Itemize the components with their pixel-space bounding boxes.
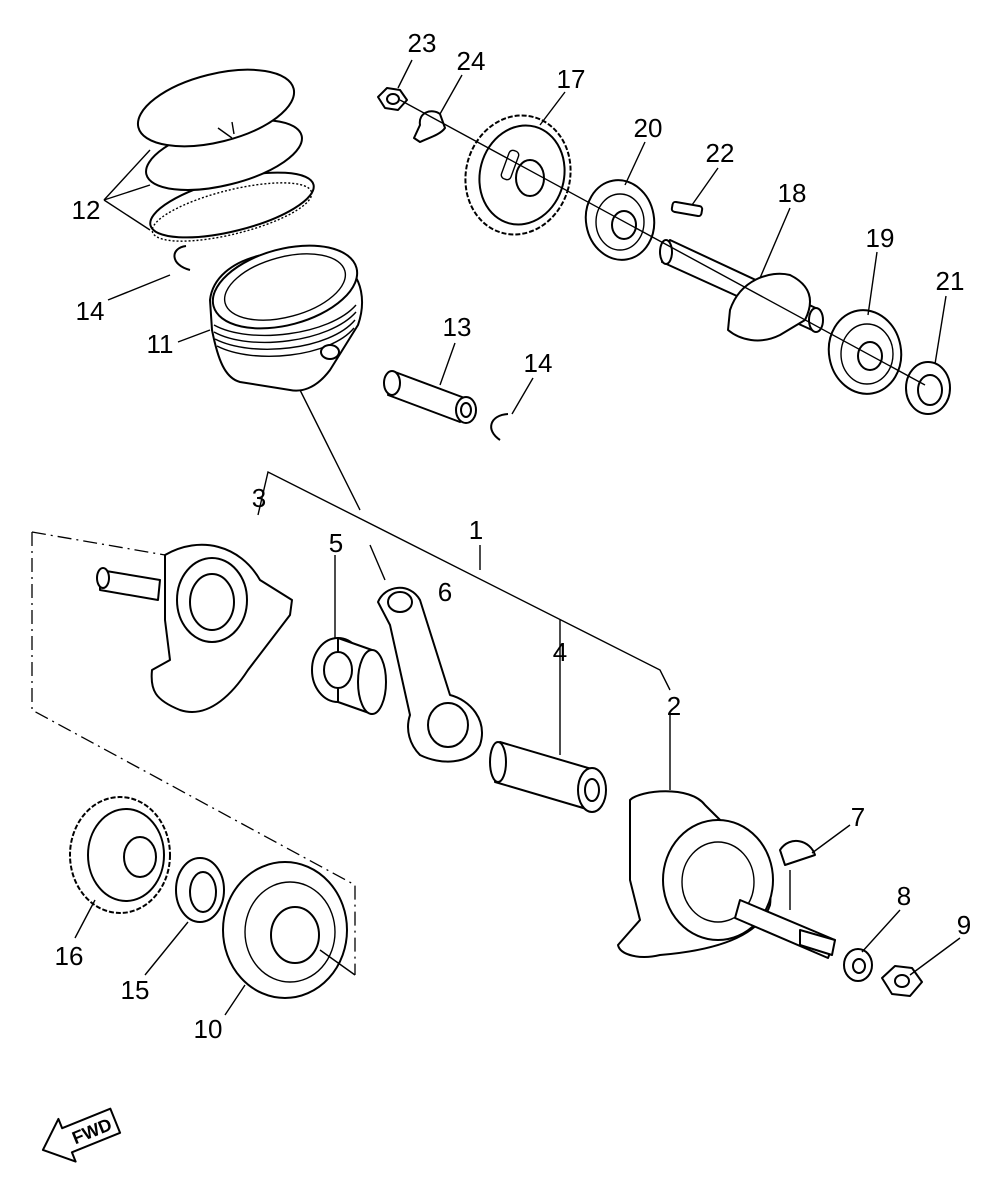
part-label-20: 20 — [633, 113, 663, 143]
part-label-14-left: 14 — [75, 296, 105, 326]
part-label-1: 1 — [468, 515, 484, 545]
part-label-8: 8 — [896, 881, 912, 911]
part-label-14-right: 14 — [523, 348, 553, 378]
part-label-10: 10 — [193, 1014, 223, 1044]
part-label-21: 21 — [935, 266, 965, 296]
crank-gear-16 — [69, 796, 171, 914]
thrust-washer-15 — [175, 857, 225, 923]
part-label-18: 18 — [777, 178, 807, 208]
main-bearing-10 — [222, 861, 348, 999]
part-label-16: 16 — [54, 941, 84, 971]
part-label-5: 5 — [328, 528, 344, 558]
oil-seal-21 — [905, 361, 951, 415]
leader-lines — [74, 59, 961, 1016]
nut-23 — [377, 87, 408, 111]
part-label-19: 19 — [865, 223, 895, 253]
lock-washer-24 — [413, 110, 446, 143]
crank-web-left-3 — [96, 543, 293, 713]
part-label-2: 2 — [666, 691, 682, 721]
piston-pin — [383, 370, 477, 424]
part-label-7: 7 — [850, 802, 866, 832]
part-label-13: 13 — [442, 312, 472, 342]
part-label-22: 22 — [705, 138, 735, 168]
piston-pin-clip-left — [173, 245, 191, 271]
part-label-15: 15 — [120, 975, 150, 1005]
woodruff-key-22 — [670, 200, 704, 218]
crank-pin-4 — [489, 741, 607, 813]
washer-8 — [843, 948, 873, 982]
part-label-11: 11 — [146, 329, 174, 359]
part-label-6: 6 — [437, 577, 453, 607]
needle-bearing-5 — [311, 637, 387, 715]
part-label-9: 9 — [956, 910, 972, 940]
piston-pin-clip-right — [490, 413, 509, 441]
piston-rings — [136, 68, 315, 242]
connecting-rod-6 — [377, 586, 483, 763]
crank-web-right-2 — [617, 790, 836, 959]
part-label-23: 23 — [407, 28, 437, 58]
fwd-direction-badge: FWD — [41, 1107, 122, 1163]
woodruff-key-7 — [779, 840, 816, 866]
piston — [209, 244, 363, 392]
balancer-gear-17 — [464, 114, 572, 236]
part-label-3: 3 — [251, 483, 267, 513]
part-label-4: 4 — [552, 637, 568, 667]
part-label-24: 24 — [456, 46, 486, 76]
part-label-17: 17 — [556, 64, 586, 94]
part-label-12: 12 — [71, 195, 101, 225]
